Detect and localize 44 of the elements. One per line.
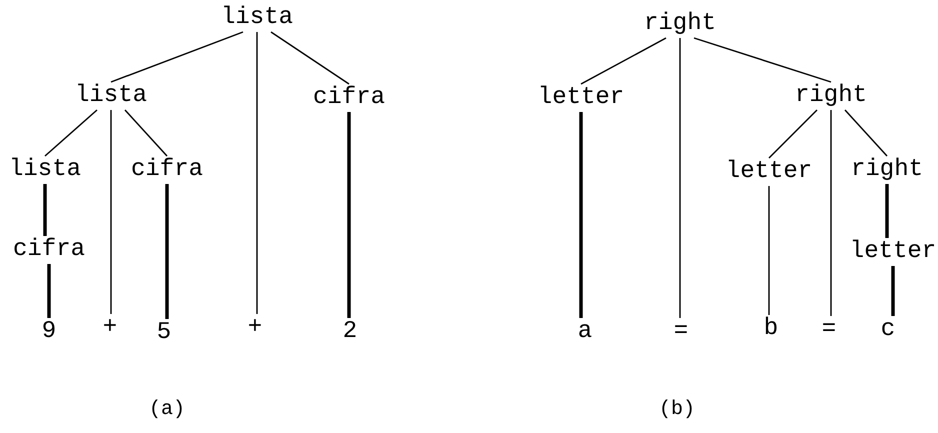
tree-branch-line <box>165 184 169 319</box>
tree-branch-line <box>679 38 681 318</box>
tree-node-label: c <box>880 318 896 342</box>
tree-branch-line <box>579 112 583 318</box>
tree-branch-line <box>124 110 168 156</box>
tree-node-label: = <box>822 318 836 342</box>
tree-branch-line <box>694 37 832 83</box>
tree-node-label: cifra <box>313 86 385 110</box>
tree-node-label: cifra <box>131 158 203 182</box>
tree-branch-line <box>891 266 895 316</box>
tree-node-label: + <box>102 316 118 340</box>
tree-branch-line <box>110 110 112 314</box>
tree-branch-line <box>43 184 47 236</box>
tree-branch-line <box>580 37 666 85</box>
tree-node-label: letter <box>850 240 936 264</box>
caption-label: (b) <box>659 400 695 420</box>
tree-node-label: letter <box>538 86 624 110</box>
tree-node-label: 5 <box>156 321 172 345</box>
tree-node-label: = <box>674 320 688 344</box>
tree-node-label: right <box>644 12 716 36</box>
tree-node-label: cifra <box>13 238 85 262</box>
tree-branch-line <box>768 110 818 158</box>
tree-node-label: lista <box>221 6 293 30</box>
tree-node-label: + <box>248 316 262 340</box>
tree-node-label: letter <box>726 160 812 184</box>
tree-branch-line <box>44 109 98 157</box>
tree-node-label: 2 <box>342 320 358 344</box>
tree-node-label: right <box>851 158 923 182</box>
tree-branch-line <box>844 110 888 156</box>
tree-branch-line <box>347 112 351 318</box>
tree-node-label: lista <box>75 84 147 108</box>
caption-label: (a) <box>149 400 185 420</box>
tree-branch-line <box>768 186 770 315</box>
tree-branch-line <box>885 184 889 238</box>
tree-node-label: 9 <box>42 320 56 344</box>
tree-node-label: a <box>578 320 592 344</box>
tree-node-label: b <box>764 317 778 341</box>
tree-branch-line <box>110 31 244 83</box>
tree-branch-line <box>47 264 51 318</box>
tree-branch-line <box>830 110 832 316</box>
tree-node-label: right <box>795 84 867 108</box>
tree-branch-line <box>270 31 350 85</box>
tree-node-label: lista <box>9 158 81 182</box>
tree-branch-line <box>256 32 258 314</box>
